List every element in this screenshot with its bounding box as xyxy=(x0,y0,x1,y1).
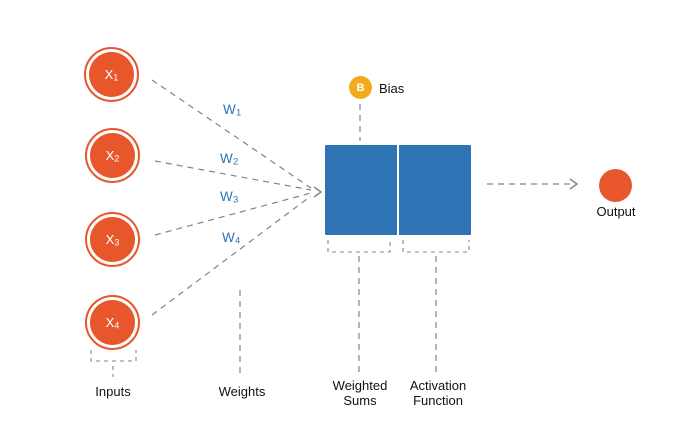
input-node-x2: X2 xyxy=(85,128,140,183)
activation-function-label-line1: Activation xyxy=(409,378,467,393)
weighted-sums-bracket xyxy=(327,240,391,253)
input-node-x3-label: X3 xyxy=(105,231,120,248)
input-node-x1-label: X1 xyxy=(104,66,119,83)
weight-label-w4: W4 xyxy=(222,230,241,247)
output-arrowhead xyxy=(569,178,579,190)
bias-node: B xyxy=(349,76,372,99)
connector-x1-line xyxy=(151,79,312,189)
weighted-sums-label-line2: Sums xyxy=(343,392,377,408)
weighted-sum-section xyxy=(325,145,397,235)
input-node-x3-circle: X3 xyxy=(90,217,135,262)
connector-x4-line xyxy=(151,195,312,316)
input-node-x2-circle: X2 xyxy=(90,133,135,178)
inputs-section-label: Inputs xyxy=(95,384,131,399)
activation-function-label: Activation Function xyxy=(409,378,467,408)
weights-section-label: Weights xyxy=(218,384,266,399)
bias-node-letter: B xyxy=(356,81,365,94)
activation-bracket xyxy=(402,240,470,253)
weight-label-w1: W1 xyxy=(223,102,242,119)
weight-label-w3: W3 xyxy=(220,189,239,206)
weighted-sums-label: Weighted Sums xyxy=(332,378,388,408)
input-node-x3: X3 xyxy=(85,212,140,267)
input-node-x4-circle: X4 xyxy=(90,300,135,345)
activation-function-label-line2: Function xyxy=(413,392,463,408)
input-node-x1-circle: X1 xyxy=(89,52,134,97)
output-node xyxy=(599,169,632,202)
neuron-input-arrowhead xyxy=(313,186,323,198)
weighted-sums-label-line1: Weighted xyxy=(332,378,388,393)
bias-label: Bias xyxy=(379,81,405,96)
activation-function-section xyxy=(397,145,471,235)
input-node-x1: X1 xyxy=(84,47,139,102)
input-node-x2-label: X2 xyxy=(105,147,120,164)
neuron-body xyxy=(325,145,471,235)
output-label: Output xyxy=(596,204,636,219)
input-node-x4: X4 xyxy=(85,295,140,350)
inputs-bracket xyxy=(90,350,137,362)
weight-label-w2: W2 xyxy=(220,151,239,168)
input-node-x4-label: X4 xyxy=(105,314,120,331)
